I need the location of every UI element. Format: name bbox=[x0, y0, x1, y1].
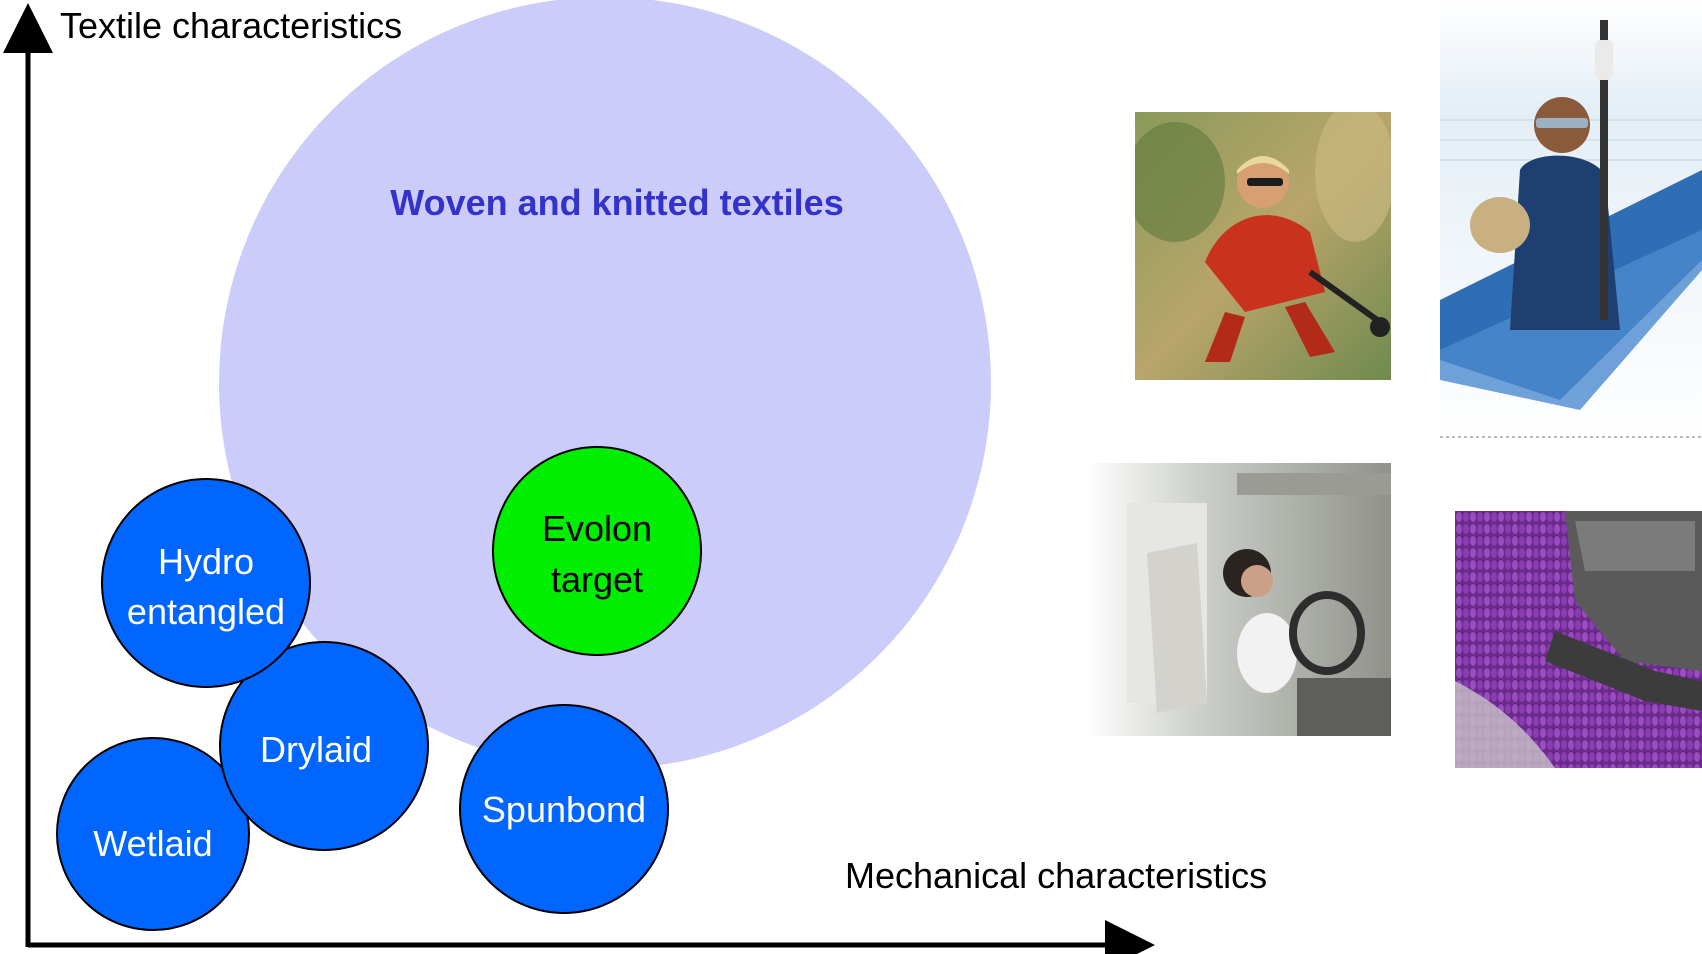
fabric-closeup-photo bbox=[1455, 511, 1702, 768]
woven-knitted-region bbox=[219, 0, 991, 769]
woven-knitted-label: Woven and knitted textiles bbox=[390, 182, 843, 223]
drylaid-label: Drylaid bbox=[260, 729, 372, 770]
drylaid-circle bbox=[219, 641, 429, 851]
evolon-target-circle bbox=[492, 446, 702, 656]
x-axis-label: Mechanical characteristics bbox=[845, 855, 1267, 896]
hydro-label-line2: entangled bbox=[127, 591, 285, 632]
evolon-label-line1: Evolon bbox=[542, 508, 652, 549]
car-driver-photo bbox=[1087, 463, 1391, 736]
wetlaid-circle bbox=[56, 737, 250, 931]
wetlaid-label: Wetlaid bbox=[93, 823, 212, 864]
industrial-worker-photo bbox=[1440, 0, 1702, 438]
cyclist-photo bbox=[1135, 112, 1391, 380]
spunbond-circle bbox=[459, 704, 669, 914]
hydro-entangled-circle bbox=[101, 478, 311, 688]
hydro-label-line1: Hydro bbox=[158, 541, 254, 582]
spunbond-label: Spunbond bbox=[482, 789, 646, 830]
evolon-label-line2: target bbox=[551, 559, 643, 600]
y-axis-label: Textile characteristics bbox=[60, 5, 402, 46]
